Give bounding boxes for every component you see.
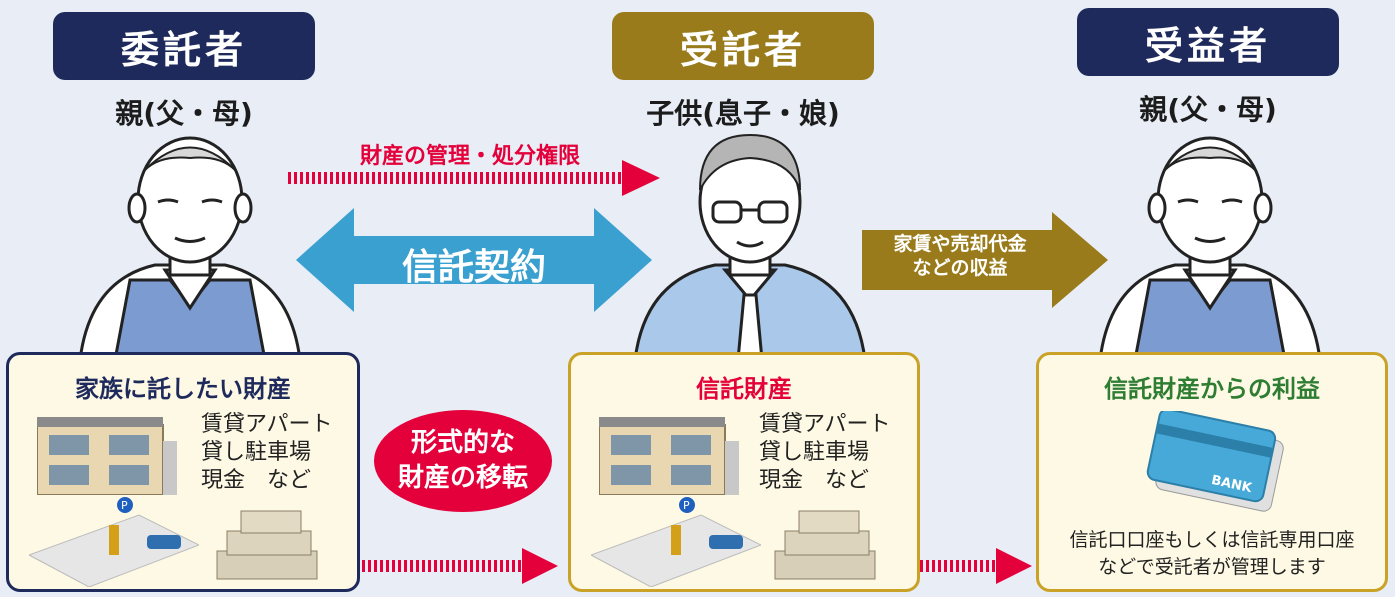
- settlor-subtitle: 親(父・母): [115, 97, 253, 130]
- family-assets-list: 賃貸アパート 貸し駐車場 現金 など: [201, 412, 333, 493]
- transfer-arrow: [362, 548, 558, 584]
- trust-income-note: 信託口口座もしくは信託専用口座 などで受託者が管理します: [1039, 527, 1385, 581]
- transfer-label-line1: 形式的な: [410, 428, 515, 458]
- cash-stack-icon: [774, 510, 876, 580]
- trust-assets-title: 信託財産: [696, 375, 792, 403]
- trustee-title: 受託者: [679, 27, 806, 72]
- settlor-header: 委託者: [53, 12, 315, 80]
- settlor-person-illustration: [78, 136, 302, 360]
- trustee-header: 受託者: [612, 12, 874, 80]
- contract-double-arrow: [296, 208, 652, 312]
- contract-arrow-label: 信託契約: [401, 247, 546, 288]
- parking-lot-icon: P: [29, 497, 199, 587]
- trustee-subtitle: 子供(息子・娘): [646, 97, 840, 130]
- beneficiary-title: 受益者: [1144, 23, 1271, 68]
- trust-income-box: 信託財産からの利益 BANK 信託口口座もしくは信託専用口座 などで受託者が管理…: [1036, 352, 1388, 592]
- trust-income-note-line2: などで受託者が管理します: [1098, 556, 1326, 578]
- apartment-building-icon: [599, 417, 739, 495]
- trust-income-title: 信託財産からの利益: [1104, 375, 1320, 403]
- authority-arrow: [288, 160, 660, 196]
- beneficiary-header: 受益者: [1077, 8, 1339, 76]
- cash-stack-icon: [216, 510, 318, 580]
- transfer-badge: [374, 410, 552, 512]
- svg-text:P: P: [683, 499, 690, 512]
- parking-lot-icon: P: [591, 497, 761, 587]
- trust-income-note-line1: 信託口口座もしくは信託専用口座: [1069, 529, 1355, 551]
- income-transfer-arrow: [920, 548, 1032, 584]
- apartment-building-icon: [37, 417, 177, 495]
- trust-assets-box: 信託財産 賃貸アパート 貸し駐車場 現金 など P: [568, 352, 920, 592]
- beneficiary-person-illustration: [1098, 136, 1322, 360]
- bank-card-icon: [1146, 411, 1284, 512]
- family-assets-box: 家族に託したい財産 賃貸アパート 貸し駐車場 現金 など P: [6, 352, 360, 592]
- income-label-line2: などの収益: [912, 257, 1008, 279]
- settlor-title: 委託者: [120, 27, 247, 72]
- trust-assets-list: 賃貸アパート 貸し駐車場 現金 など: [759, 412, 891, 493]
- family-assets-title: 家族に託したい財産: [75, 375, 291, 403]
- beneficiary-subtitle: 親(父・母): [1139, 93, 1277, 126]
- income-arrow: [862, 212, 1108, 308]
- trustee-person-illustration: [633, 133, 867, 360]
- income-arrow-label: 家賃や売却代金 などの収益: [862, 232, 1058, 280]
- income-label-line1: 家賃や売却代金: [893, 233, 1027, 255]
- transfer-badge-label: 形式的な 財産の移転: [374, 426, 552, 496]
- svg-text:P: P: [121, 499, 128, 512]
- transfer-label-line2: 財産の移転: [397, 463, 528, 493]
- authority-arrow-label: 財産の管理・処分権限: [359, 144, 580, 169]
